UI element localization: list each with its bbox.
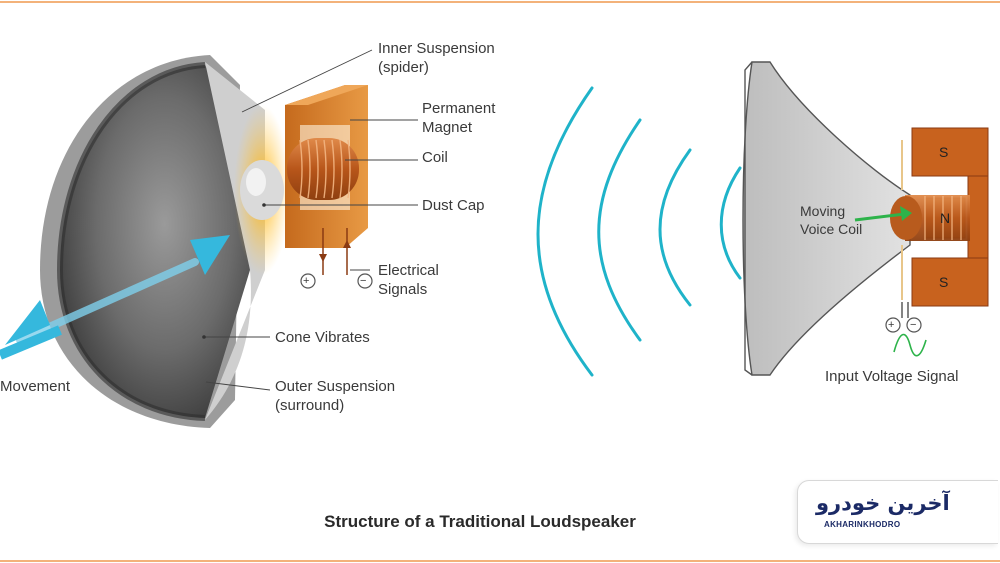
right-plus-terminal — [885, 317, 901, 333]
brand-logo: آخرین خودرو AKHARINKHODRO — [797, 480, 998, 544]
magnet-s-bottom — [911, 257, 989, 307]
label-input-voltage: Input Voltage Signal — [825, 368, 959, 385]
label-moving-voice-coil: Moving — [800, 203, 846, 219]
label-magnet-n: N — [940, 210, 951, 226]
movement-arrows — [0, 235, 230, 360]
sound-wave — [536, 86, 594, 377]
label-permanent-magnet-sub: Magnet — [422, 119, 473, 136]
label-permanent-magnet: Permanent — [422, 100, 496, 117]
diagram-caption: Structure of a Traditional Loudspeaker — [324, 512, 636, 531]
label-magnet-s-bottom: S — [939, 274, 949, 290]
leader-lines-left — [204, 49, 418, 391]
left-speaker — [0, 55, 373, 428]
magnet-s-top — [911, 127, 989, 177]
top-border-line — [0, 1, 1000, 3]
sine-wave-icon — [893, 333, 927, 357]
green-arrow — [854, 212, 906, 222]
sound-waves — [536, 86, 742, 377]
label-movement: Movement — [0, 378, 71, 395]
label-inner-suspension-sub: (spider) — [378, 59, 429, 76]
sound-wave — [719, 166, 742, 280]
right-minus-sign: − — [910, 319, 917, 331]
label-moving-voice-coil-sub: Voice Coil — [800, 221, 863, 237]
voice-coil — [287, 138, 359, 200]
cone-face — [60, 65, 250, 418]
plus-sign: + — [303, 275, 310, 287]
sound-wave — [597, 118, 642, 342]
logo-text: آخرین خودرو — [816, 491, 950, 515]
label-electrical-signals-sub: Signals — [378, 281, 428, 298]
label-electrical-signals: Electrical — [378, 262, 439, 279]
right-speaker — [742, 61, 989, 376]
label-inner-suspension: Inner Suspension — [378, 40, 495, 57]
label-outer-suspension-sub: (surround) — [275, 397, 345, 414]
logo-subtext: AKHARINKHODRO — [824, 520, 901, 529]
minus-sign: − — [360, 275, 367, 287]
label-coil: Coil — [422, 149, 448, 166]
label-outer-suspension: Outer Suspension — [275, 378, 396, 395]
plus-terminal — [300, 273, 316, 289]
bottom-border-line — [0, 560, 1000, 562]
sound-wave — [658, 148, 692, 307]
label-dust-cap: Dust Cap — [422, 197, 485, 214]
label-cone-vibrates: Cone Vibrates — [275, 329, 370, 346]
right-minus-terminal — [906, 317, 922, 333]
right-plus-sign: + — [888, 319, 895, 331]
label-magnet-s-top: S — [939, 144, 949, 160]
minus-terminal — [357, 273, 373, 289]
